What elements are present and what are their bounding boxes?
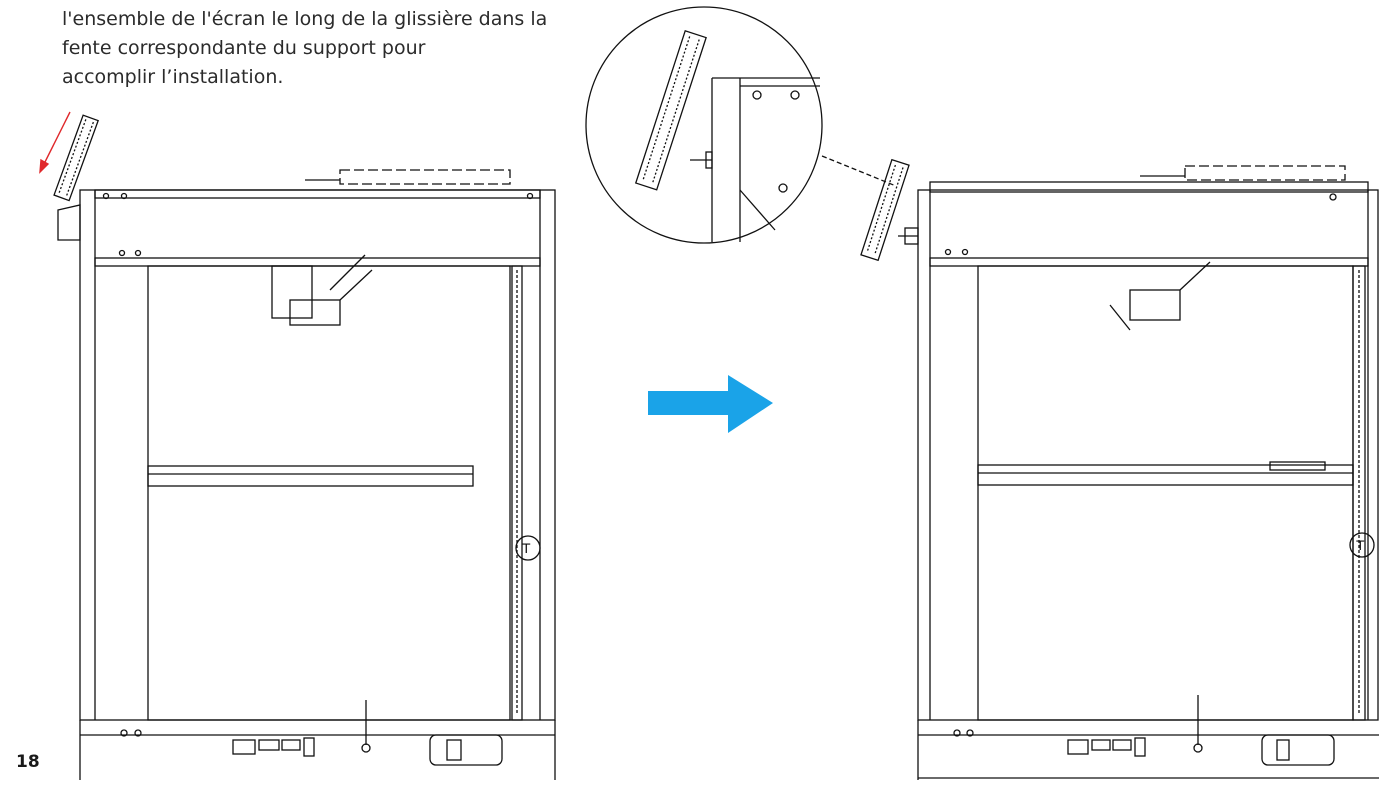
printer-after: T	[860, 158, 1379, 780]
bed-plate-left	[147, 465, 474, 487]
gantry-bar-right	[929, 257, 1369, 267]
instruction-line-1: l'ensemble de l'écran le long de la glis…	[62, 8, 548, 30]
page-number: 18	[16, 752, 40, 772]
screen-panel-left	[53, 114, 99, 202]
printer-before: T	[53, 114, 556, 780]
motion-arrow-icon	[39, 111, 71, 174]
gantry-bar-left	[94, 257, 541, 267]
instruction-line-2: fente correspondante du support pour	[62, 37, 426, 59]
svg-text:T: T	[522, 540, 531, 556]
right-arrow-icon	[648, 375, 773, 433]
printer-frame-left	[79, 189, 556, 721]
leader-line	[821, 155, 897, 187]
bed-plate-right	[977, 464, 1354, 486]
printer-frame-right	[917, 189, 1379, 721]
instruction-line-3: accomplir l’installation.	[62, 66, 284, 88]
instruction-text: l'ensemble de l'écran le long de la glis…	[62, 5, 622, 92]
svg-text:T: T	[1356, 537, 1365, 553]
magnifier-detail-icon	[585, 6, 823, 244]
